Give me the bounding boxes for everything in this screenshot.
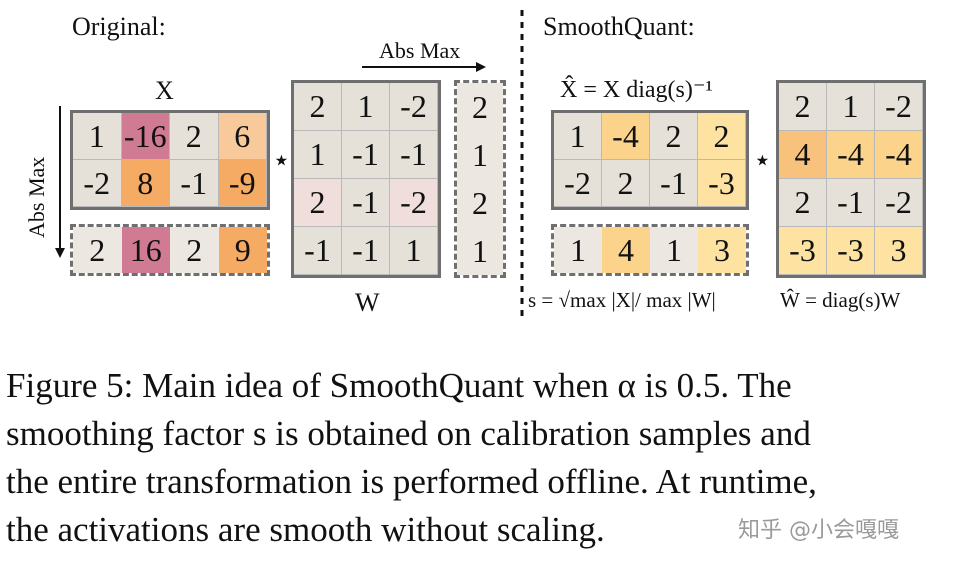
original-heading: Original: (72, 12, 166, 41)
s-formula: s = √max |X|/ max |W| (528, 288, 716, 312)
xhat-matrix-cell: 1 (554, 113, 602, 160)
caption-line: Figure 5: Main idea of SmoothQuant when … (6, 366, 792, 405)
x-absmax-cell: 2 (73, 227, 122, 273)
s-vector-cell: 1 (554, 227, 602, 273)
what-matrix-cell: -4 (875, 131, 923, 179)
watermark: 知乎 @小会嘎嘎 (738, 518, 899, 543)
xhat-matrix-cell: 2 (698, 113, 746, 160)
s-vector-cell: 3 (698, 227, 746, 273)
figure-caption: Figure 5: Main idea of SmoothQuant when … (6, 362, 966, 554)
xhat-matrix-cell: -4 (602, 113, 650, 160)
s-vector-cell: 1 (650, 227, 698, 273)
xhat-matrix-cell: -1 (650, 160, 698, 207)
x-matrix-cell: -1 (170, 160, 219, 207)
x-matrix-cell: 2 (170, 113, 219, 160)
w-absmax-cell: 2 (457, 179, 503, 227)
xhat-matrix-cell: 2 (650, 113, 698, 160)
what-matrix-cell: -3 (827, 227, 875, 275)
what-matrix-cell: 4 (779, 131, 827, 179)
x-matrix-cell: 1 (73, 113, 122, 160)
what-formula: Ŵ = diag(s)W (780, 288, 901, 312)
caption-line: the activations are smooth without scali… (6, 510, 605, 549)
abs-max-side-label: Abs Max (24, 156, 49, 238)
caption-line: the entire transformation is performed o… (6, 462, 817, 501)
w-absmax-cell: 2 (457, 83, 503, 131)
w-matrix-cell: 2 (294, 83, 342, 131)
x-matrix-cell: 8 (121, 160, 170, 207)
x-matrix-label: X (155, 76, 174, 105)
dotted-divider (520, 10, 524, 322)
abs-max-down-arrow (55, 106, 65, 258)
multiply-star-left: ⋆ (272, 144, 291, 177)
what-matrix-cell: 3 (875, 227, 923, 275)
abs-max-right-arrow (362, 62, 486, 72)
w-matrix-cell: -1 (342, 179, 390, 227)
w-matrix-cell: 1 (390, 227, 438, 275)
w-matrix-cell: -2 (390, 179, 438, 227)
x-matrix-cell: -16 (121, 113, 170, 160)
xhat-matrix-cell: 2 (602, 160, 650, 207)
xhat-formula: X̂ = X diag(s)⁻¹ (560, 77, 713, 103)
w-matrix-cell: 2 (294, 179, 342, 227)
x-absmax-cell: 16 (121, 227, 170, 273)
what-matrix-cell: -3 (779, 227, 827, 275)
w-matrix-label: W (355, 288, 380, 317)
w-matrix-cell: -2 (390, 83, 438, 131)
x-matrix-cell: -9 (218, 160, 267, 207)
x-absmax-cell: 9 (218, 227, 267, 273)
xhat-matrix-cell: -2 (554, 160, 602, 207)
w-absmax-cell: 1 (457, 227, 503, 275)
w-matrix-cell: 1 (342, 83, 390, 131)
smoothquant-heading: SmoothQuant: (543, 12, 695, 41)
w-matrix-cell: -1 (342, 227, 390, 275)
what-matrix-cell: -4 (827, 131, 875, 179)
what-matrix-cell: -2 (875, 83, 923, 131)
what-matrix-cell: -2 (875, 179, 923, 227)
abs-max-top-label: Abs Max (379, 38, 461, 63)
s-vector-cell: 4 (602, 227, 650, 273)
what-matrix-cell: 1 (827, 83, 875, 131)
what-matrix-cell: 2 (779, 83, 827, 131)
w-matrix-cell: -1 (342, 131, 390, 179)
x-matrix-cell: 6 (218, 113, 267, 160)
w-matrix-cell: -1 (294, 227, 342, 275)
w-matrix-cell: 1 (294, 131, 342, 179)
multiply-star-right: ⋆ (753, 144, 772, 177)
caption-line: smoothing factor s is obtained on calibr… (6, 414, 811, 453)
what-matrix-cell: 2 (779, 179, 827, 227)
x-absmax-cell: 2 (170, 227, 219, 273)
w-matrix-cell: -1 (390, 131, 438, 179)
x-matrix-cell: -2 (73, 160, 122, 207)
what-matrix-cell: -1 (827, 179, 875, 227)
w-absmax-cell: 1 (457, 131, 503, 179)
xhat-matrix-cell: -3 (698, 160, 746, 207)
